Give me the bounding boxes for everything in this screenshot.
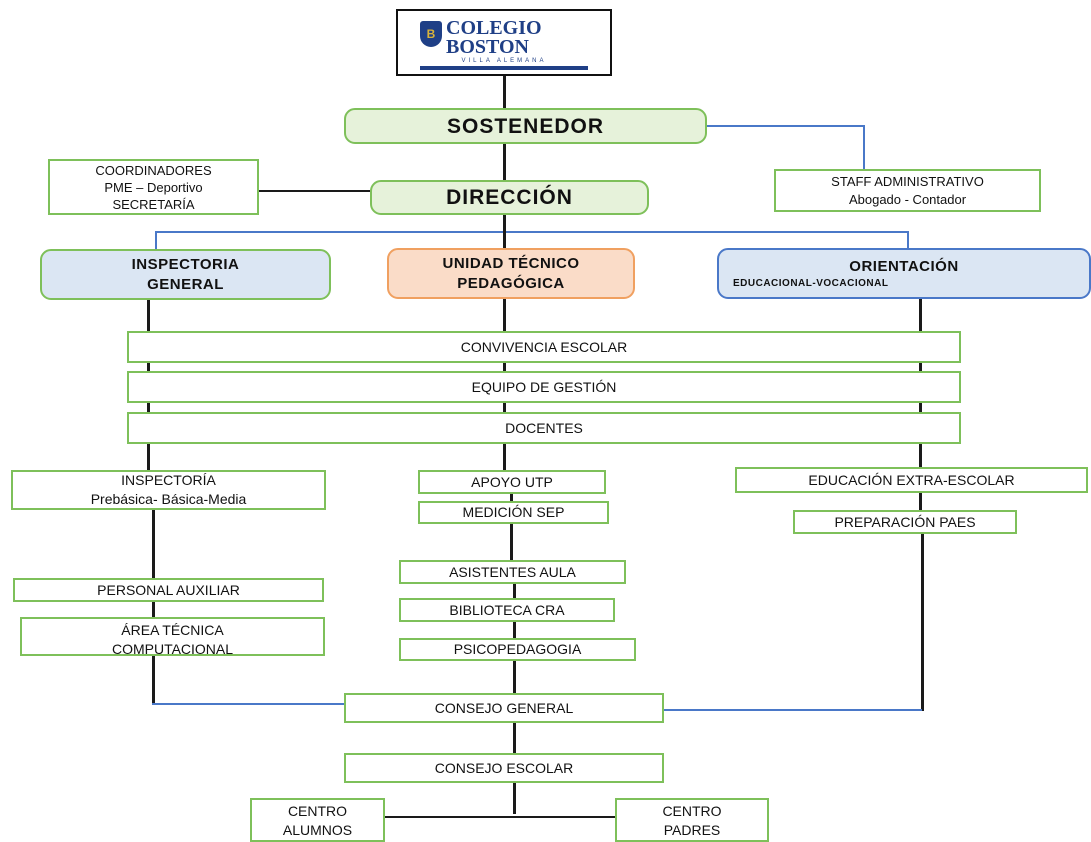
- logo-band: [420, 66, 588, 70]
- node-staff-line-2: Abogado - Contador: [848, 191, 967, 207]
- node-educacion-extra-escolar: EDUCACIÓN EXTRA-ESCOLAR: [735, 467, 1088, 493]
- node-centro-padres-line-1: CENTRO: [662, 803, 722, 819]
- node-utp-line-2: PEDAGÓGICA: [457, 274, 565, 292]
- node-centro-alumnos: CENTRO ALUMNOS: [250, 798, 385, 842]
- node-inspectoria-general-line-2: GENERAL: [147, 275, 224, 293]
- node-utp-line-1: UNIDAD TÉCNICO: [442, 254, 580, 272]
- node-coordinadores-line-1: COORDINADORES: [95, 162, 212, 178]
- connector-branch-left: [155, 231, 157, 249]
- node-preparacion-paes-label: PREPARACIÓN PAES: [834, 513, 976, 530]
- node-psicopedagogia-label: PSICOPEDAGOGIA: [453, 641, 582, 657]
- node-sostenedor-label: SOSTENEDOR: [446, 114, 605, 138]
- logo-line-3: VILLA ALEMANA: [461, 58, 547, 64]
- node-staff-administrativo: STAFF ADMINISTRATIVO Abogado - Contador: [774, 169, 1041, 212]
- node-asistentes-aula-label: ASISTENTES AULA: [449, 563, 576, 580]
- connector-consejo-general-escolar: [513, 723, 516, 753]
- node-direccion: DIRECCIÓN: [370, 180, 649, 215]
- node-orientacion: ORIENTACIÓN EDUCACIONAL-VOCACIONAL: [717, 248, 1091, 299]
- connector-direccion-down: [503, 215, 506, 232]
- node-unidad-tecnico-pedagogica: UNIDAD TÉCNICO PEDAGÓGICA: [387, 248, 635, 299]
- connector-coordinadores-direccion: [259, 190, 370, 192]
- connector-branch-center: [503, 231, 506, 248]
- node-personal-auxiliar: PERSONAL AUXILIAR: [13, 578, 324, 602]
- node-inspectoria: INSPECTORÍA Prebásica- Básica-Media: [11, 470, 326, 510]
- connector-center-utp-1: [510, 494, 513, 501]
- node-centro-alumnos-line-1: CENTRO: [287, 803, 348, 819]
- node-preparacion-paes: PREPARACIÓN PAES: [793, 510, 1017, 534]
- node-centro-alumnos-line-2: ALUMNOS: [282, 822, 353, 838]
- connector-logo-sostenedor: [503, 76, 506, 108]
- connector-right-spine-3: [921, 534, 924, 711]
- node-convivencia-escolar: CONVIVENCIA ESCOLAR: [127, 331, 961, 363]
- node-medicion-sep: MEDICIÓN SEP: [418, 501, 609, 524]
- connector-center-utp-4: [513, 622, 516, 638]
- node-consejo-escolar-label: CONSEJO ESCOLAR: [434, 759, 574, 776]
- node-medicion-sep-label: MEDICIÓN SEP: [462, 504, 565, 520]
- node-inspectoria-general-line-1: INSPECTORIA: [131, 255, 240, 273]
- node-apoyo-utp: APOYO UTP: [418, 470, 606, 494]
- connector-branch-right: [907, 231, 909, 249]
- connector-left-spine-3: [152, 602, 155, 617]
- node-biblioteca-cra-label: BIBLIOTECA CRA: [449, 601, 565, 618]
- node-area-tecnica-line-2: COMPUTACIONAL: [111, 641, 234, 656]
- node-coordinadores-line-2: PME – Deportivo: [104, 179, 203, 195]
- connector-sostenedor-direccion: [503, 144, 506, 180]
- node-coordinadores-line-3: SECRETARÍA: [112, 196, 195, 212]
- node-consejo-general: CONSEJO GENERAL: [344, 693, 664, 723]
- connector-center-utp-2: [510, 524, 513, 560]
- node-direccion-label: DIRECCIÓN: [446, 186, 573, 209]
- connector-right-spine-2: [919, 493, 922, 510]
- node-orientacion-line-1: ORIENTACIÓN: [849, 257, 959, 275]
- node-docentes-label: DOCENTES: [505, 419, 583, 436]
- node-consejo-escolar: CONSEJO ESCOLAR: [344, 753, 664, 783]
- node-centro-padres: CENTRO PADRES: [615, 798, 769, 842]
- node-consejo-general-label: CONSEJO GENERAL: [434, 699, 574, 716]
- node-apoyo-utp-label: APOYO UTP: [471, 473, 553, 490]
- logo-line-2: BOSTON: [446, 36, 529, 58]
- connector-left-to-consejo: [152, 703, 344, 705]
- node-convivencia-label: CONVIVENCIA ESCOLAR: [460, 338, 628, 355]
- node-asistentes-aula: ASISTENTES AULA: [399, 560, 626, 584]
- colegio-boston-logo: B COLEGIO BOSTON VILLA ALEMANA: [396, 9, 612, 76]
- node-equipo-gestion: EQUIPO DE GESTIÓN: [127, 371, 961, 403]
- node-sostenedor: SOSTENEDOR: [344, 108, 707, 144]
- node-docentes: DOCENTES: [127, 412, 961, 444]
- connector-branch-h: [155, 231, 909, 233]
- node-educacion-extra-label: EDUCACIÓN EXTRA-ESCOLAR: [808, 471, 1015, 488]
- connector-sostenedor-staff-h: [707, 125, 864, 127]
- connector-right-to-consejo: [664, 709, 922, 711]
- logo-line-1: COLEGIO: [446, 17, 542, 39]
- node-area-tecnica: ÁREA TÉCNICA COMPUTACIONAL: [20, 617, 325, 656]
- node-inspectoria-line-1: INSPECTORÍA: [121, 472, 216, 488]
- node-equipo-gestion-label: EQUIPO DE GESTIÓN: [471, 378, 617, 395]
- node-personal-auxiliar-label: PERSONAL AUXILIAR: [97, 581, 240, 598]
- node-biblioteca-cra: BIBLIOTECA CRA: [399, 598, 615, 622]
- node-psicopedagogia: PSICOPEDAGOGIA: [399, 638, 636, 661]
- node-centro-padres-line-2: PADRES: [663, 822, 721, 838]
- node-coordinadores: COORDINADORES PME – Deportivo SECRETARÍA: [48, 159, 259, 215]
- node-inspectoria-line-2: Prebásica- Básica-Media: [90, 491, 247, 507]
- node-area-tecnica-line-1: ÁREA TÉCNICA: [121, 622, 224, 638]
- connector-center-utp-5: [513, 661, 516, 693]
- node-inspectoria-general: INSPECTORIA GENERAL: [40, 249, 331, 300]
- connector-sostenedor-staff-v: [863, 125, 865, 169]
- connector-centros-h: [385, 816, 615, 818]
- connector-left-spine-4: [152, 656, 155, 704]
- node-orientacion-line-2: EDUCACIONAL-VOCACIONAL: [733, 277, 889, 289]
- connector-center-utp-3: [513, 584, 516, 598]
- connector-left-spine-2: [152, 510, 155, 578]
- connector-consejo-escolar-down: [513, 783, 516, 814]
- node-staff-line-1: STAFF ADMINISTRATIVO: [831, 173, 984, 189]
- shield-icon: B: [420, 21, 442, 47]
